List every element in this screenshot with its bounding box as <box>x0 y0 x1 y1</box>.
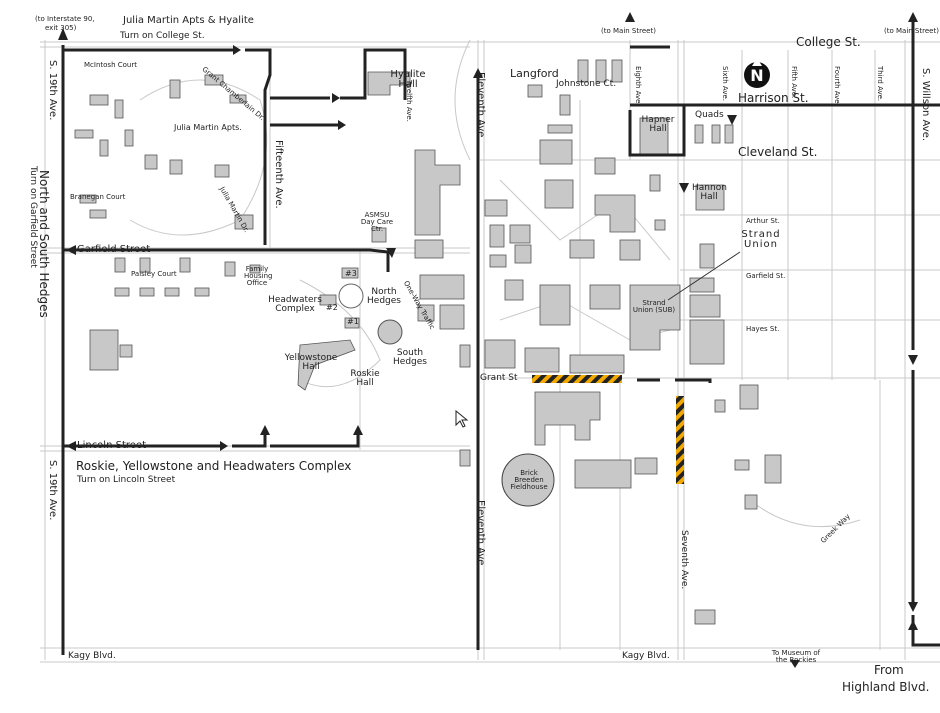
headwaters-1-label: #1 <box>347 317 359 326</box>
headwaters-3-label: #3 <box>345 269 357 278</box>
fourth-ave-label: Fourth Ave. <box>833 66 841 106</box>
family-housing-label: Family Housing Office <box>244 265 273 287</box>
to-main-street-1: (to Main Street) <box>601 27 656 35</box>
arthur-st-label: Arthur St. <box>746 217 780 225</box>
strand-union-label: Strand Union <box>741 229 781 250</box>
to-main-street-2: (to Main Street) <box>884 27 939 35</box>
interstate-label: (to Interstate 90, <box>35 15 95 23</box>
julia-martin-apts-label: Julia Martin Apts. <box>174 123 242 132</box>
college-st-label: College St. <box>796 35 861 49</box>
fifteenth-ave-label: Fifteenth Ave. <box>273 140 284 209</box>
mcintosh-court-label: McIntosh Court <box>84 61 137 69</box>
garfield-street-label: Garfield Street <box>77 244 151 255</box>
strand-union-sub-label: Strand Union (SUB) <box>632 299 676 314</box>
seventh-ave-label: Seventh Ave. <box>679 530 689 590</box>
daycare-label: ASMSU Day Care Ctr. <box>360 211 394 233</box>
langford-label: Langford <box>510 67 559 80</box>
interstate-label-2: exit 305) <box>45 24 77 32</box>
fountain <box>338 283 364 309</box>
headwaters-2-label: #2 <box>326 303 338 312</box>
fifth-ave-label: Fifth Ave. <box>790 66 798 99</box>
hedges-route-title: North and South Hedges <box>37 170 51 318</box>
buildings <box>74 59 782 625</box>
kagy-blvd-right: Kagy Blvd. <box>622 651 670 661</box>
roskie-route-title: Roskie, Yellowstone and Headwaters Compl… <box>76 459 352 473</box>
harrison-st-label: Harrison St. <box>738 91 809 105</box>
paisley-court-label: Paisley Court <box>131 270 177 278</box>
sixth-ave-label: Sixth Ave. <box>721 66 729 101</box>
fieldhouse-dome <box>501 453 555 507</box>
kagy-blvd-left: Kagy Blvd. <box>68 651 116 661</box>
fieldhouse-label: Brick Breeden Fieldhouse <box>510 469 548 491</box>
roskie-route-turn: Turn on Lincoln Street <box>77 475 176 485</box>
roskie-hall-label: Roskie Hall <box>350 369 380 388</box>
hedges-route-turn: Turn on Garfield Street <box>28 166 38 268</box>
strand-leader <box>667 251 741 301</box>
mouse-cursor-icon <box>455 410 469 428</box>
grant-st-label: Grant St <box>480 373 518 383</box>
from-label: From <box>874 663 904 677</box>
svg-text:N: N <box>750 66 763 85</box>
eleventh-ave-bottom-label: Eleventh Ave. <box>475 500 486 569</box>
barricade-grant-st <box>532 375 622 383</box>
s19th-top-label: S. 19th Ave. <box>47 60 58 121</box>
johnstone-ct-label: Johnstone Ct. <box>556 79 617 89</box>
route-arrows <box>58 12 918 668</box>
eleventh-ave-top-label: Eleventh Ave. <box>475 72 486 141</box>
s-willson-ave-label: S. Willson Ave. <box>920 68 931 142</box>
barricade-seventh-ave <box>676 396 684 484</box>
julia-martin-route-turn: Turn on College St. <box>120 31 205 41</box>
south-hedges-label: South Hedges <box>393 348 427 367</box>
lincoln-street-label: Lincoln Street <box>77 440 146 451</box>
route-lines <box>61 20 940 655</box>
eighth-ave-label: Eighth Ave. <box>634 66 642 106</box>
hayes-st-label: Hayes St. <box>746 325 780 333</box>
north-hedges-label: North Hedges <box>367 287 401 306</box>
hannon-hall-label: Hannon Hall <box>692 183 727 202</box>
north-hedges-round <box>377 319 403 345</box>
s19th-bottom-label: S. 19th Ave. <box>47 460 58 521</box>
cleveland-st-label: Cleveland St. <box>738 145 818 159</box>
garfield-st-small-label: Garfield St. <box>746 272 786 280</box>
north-arrow-icon: N <box>744 58 770 88</box>
highland-blvd-label: Highland Blvd. <box>842 680 930 694</box>
hapner-hall-label: Hapner Hall <box>641 115 675 134</box>
yellowstone-hall-label: Yellowstone Hall <box>284 353 338 372</box>
quads-label: Quads <box>695 110 724 120</box>
headwaters-complex-label: Headwaters Complex <box>268 295 322 314</box>
branegan-court-label: Branegan Court <box>70 193 126 201</box>
third-ave-label: Third Ave. <box>876 66 884 102</box>
hyalite-hall-label: Hyalite Hall <box>390 69 426 90</box>
julia-martin-route-title: Julia Martin Apts & Hyalite <box>123 15 254 26</box>
museum-label: To Museum of the Rockies <box>771 649 821 664</box>
